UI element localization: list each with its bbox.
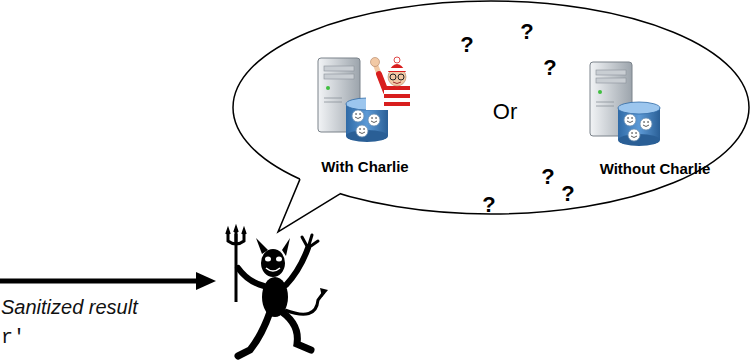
question-mark: ?	[482, 192, 495, 218]
hat-stripe	[388, 68, 406, 71]
devil-head	[261, 249, 285, 277]
question-mark: ?	[543, 55, 556, 81]
server-caption: With Charlie	[285, 158, 445, 175]
charlie-face	[388, 68, 406, 86]
charlie-backdrop	[366, 54, 412, 110]
charlie-glasses	[398, 74, 404, 80]
devil-figure	[226, 226, 328, 356]
devil-tail-tip	[320, 288, 328, 297]
arrow-head	[196, 272, 216, 290]
question-mark: ?	[541, 164, 554, 190]
shirt-stripe	[384, 86, 410, 90]
server-caption: Without Charlie	[575, 160, 735, 177]
server-group: Without Charlie	[575, 55, 735, 177]
charlie-shirt	[384, 86, 410, 110]
hat-pompom	[394, 57, 400, 63]
trident-prongs	[228, 230, 244, 244]
question-mark: ?	[561, 181, 574, 207]
trident-tips	[226, 226, 246, 234]
charlie-glasses	[390, 74, 396, 80]
charlie-sleeve	[379, 74, 386, 92]
result-label: Sanitized result	[1, 296, 138, 319]
devil-eye	[276, 257, 282, 262]
alternative-word: Or	[493, 99, 517, 125]
devil-mouth	[266, 268, 280, 271]
question-mark: ?	[460, 32, 473, 58]
charlie-arm	[376, 66, 386, 92]
devil-arm	[238, 268, 264, 286]
arrow-shaft	[0, 279, 200, 284]
devil-eye	[265, 257, 271, 262]
server-icon	[590, 62, 660, 146]
devil-horn	[282, 238, 290, 256]
shirt-stripe	[384, 102, 410, 106]
bubble-outline	[232, 0, 750, 215]
result-symbol: r'	[1, 326, 25, 349]
charlie-mouth	[393, 82, 401, 84]
devil-leg	[282, 312, 311, 350]
devil-leg	[238, 312, 270, 356]
charlie-figure	[366, 54, 412, 110]
shirt-stripe	[384, 94, 410, 98]
server-icon	[318, 58, 388, 142]
devil-tail	[285, 292, 324, 314]
devil-claw	[302, 235, 318, 248]
question-mark: ?	[520, 19, 533, 45]
charlie-hand	[371, 58, 380, 67]
speech-bubble: With Charlie Without Charlie??? Or???	[232, 0, 750, 215]
bubble-tail	[278, 179, 340, 232]
devil-arm	[286, 248, 308, 285]
charlie-hat	[388, 64, 406, 72]
devil-body	[262, 277, 288, 317]
server-group: With Charlie	[285, 50, 445, 175]
